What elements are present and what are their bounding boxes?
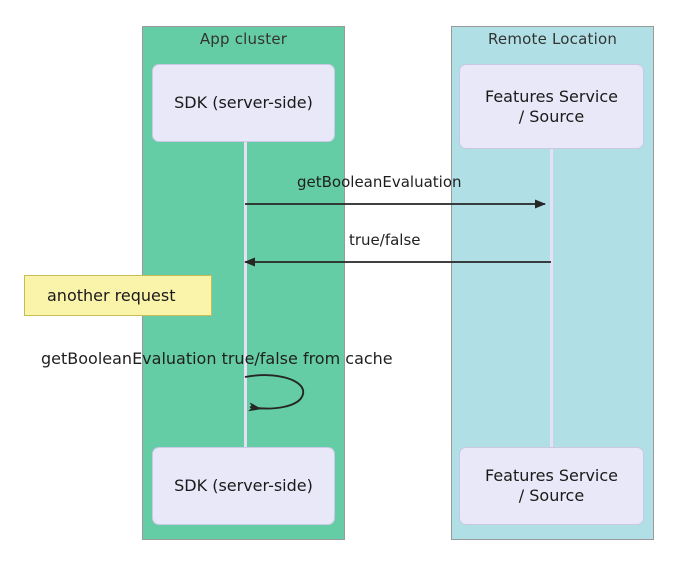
participant-sdk-bottom-label: SDK (server-side) xyxy=(174,476,313,495)
message-label-cache: getBooleanEvaluation true/false from cac… xyxy=(41,349,393,368)
participant-sdk-bottom[interactable]: SDK (server-side) xyxy=(152,447,335,525)
group-app-cluster-title: App cluster xyxy=(199,30,288,48)
message-label-true-false: true/false xyxy=(349,231,421,249)
note-another-request[interactable]: another request xyxy=(24,275,212,316)
participant-features-service-top-label: Features Service / Source xyxy=(484,86,618,126)
participant-sdk-top-label: SDK (server-side) xyxy=(174,93,313,112)
participant-features-service-bottom-label: Features Service / Source xyxy=(484,466,618,505)
participant-features-service-bottom[interactable]: Features Service / Source xyxy=(459,447,644,525)
message-label-get-boolean-evaluation: getBooleanEvaluation xyxy=(297,173,462,191)
note-another-request-label: another request xyxy=(47,286,176,305)
lifeline-sdk xyxy=(244,140,247,448)
group-remote-location-title: Remote Location xyxy=(487,30,618,48)
lifeline-features-service xyxy=(550,148,553,448)
participant-features-service-top[interactable]: Features Service / Source xyxy=(459,64,644,149)
participant-sdk-top[interactable]: SDK (server-side) xyxy=(152,64,335,142)
